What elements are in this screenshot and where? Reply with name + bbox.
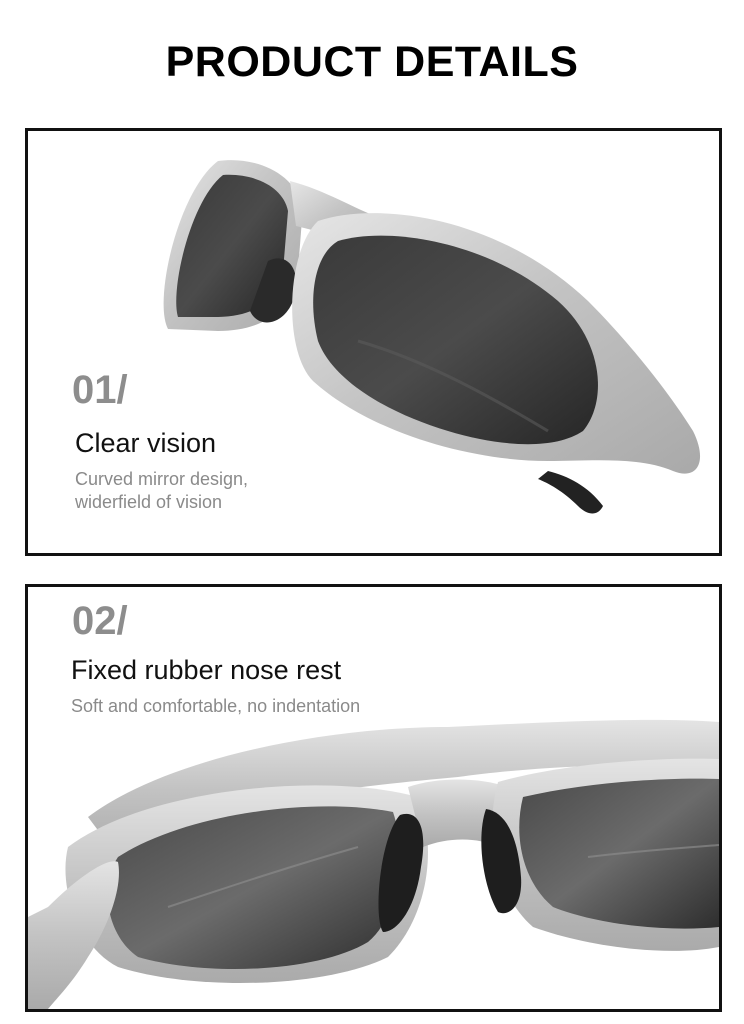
feature-description: Curved mirror design, widerfield of visi… [75, 468, 248, 514]
sunglasses-nose-rest-image [28, 719, 719, 1009]
feature-title: Clear vision [75, 428, 217, 458]
feature-description-line: Soft and comfortable, no indentation [71, 696, 361, 716]
feature-description: Soft and comfortable, no indentation [71, 695, 360, 718]
feature-number: 02/ [72, 599, 128, 643]
feature-number: 01/ [72, 368, 128, 412]
feature-description-line: Curved mirror design, [75, 469, 249, 489]
page-title: PRODUCT DETAILS [165, 38, 579, 86]
sunglasses-side-view-image [163, 160, 701, 514]
feature-title: Fixed rubber nose rest [71, 655, 342, 685]
feature-panel-clear-vision: 01/ Clear vision Curved mirror design, w… [25, 128, 722, 556]
feature-description-line: widerfield of vision [75, 492, 223, 512]
feature-panel-nose-rest: 02/ Fixed rubber nose rest Soft and comf… [25, 584, 722, 1012]
